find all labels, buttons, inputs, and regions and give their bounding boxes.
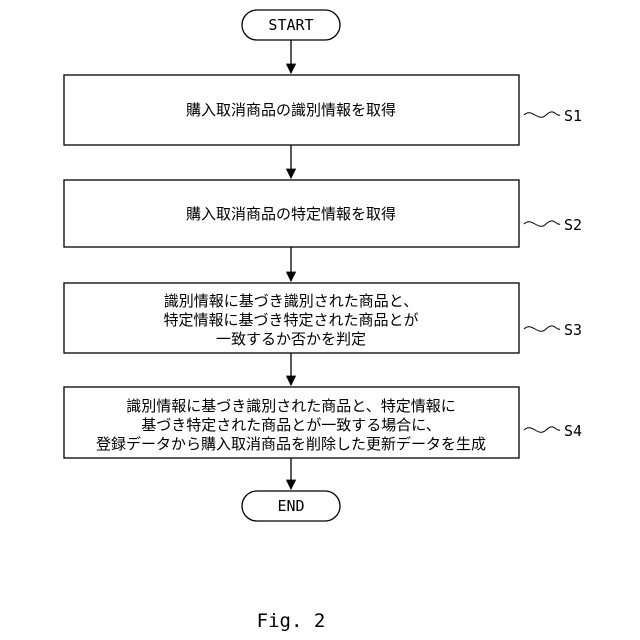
step-s3-label-text: S3 [564, 321, 582, 339]
step-s4-label-text: S4 [564, 422, 582, 440]
step-s4-text-line-1: 識別情報に基づき識別された商品と、特定情報に [126, 397, 455, 415]
step-s3-leader [524, 326, 560, 331]
figure-caption: Fig. 2 [257, 610, 326, 632]
step-s4: 識別情報に基づき識別された商品と、特定情報に 基づき特定された商品とが一致する場… [64, 387, 519, 458]
step-s4-leader [524, 427, 560, 432]
end-terminal: END [242, 491, 340, 521]
step-s4-text-line-2: 基づき特定された商品とが一致する場合に、 [141, 416, 441, 434]
step-s2: 購入取消商品の特定情報を取得 [64, 180, 519, 247]
step-s1-leader [524, 112, 560, 117]
step-s3: 識別情報に基づき識別された商品と、 特定情報に基づき特定された商品とが 一致する… [64, 283, 519, 353]
step-s3-text-line-3: 一致するか否かを判定 [216, 330, 366, 348]
start-terminal: START [242, 10, 340, 40]
step-s3-label: S3 [524, 321, 582, 339]
step-s3-text-line-2: 特定情報に基づき特定された商品とが [163, 311, 418, 329]
step-s1-label-text: S1 [564, 107, 582, 125]
end-terminal-label: END [277, 497, 304, 515]
step-s2-text: 購入取消商品の特定情報を取得 [186, 205, 396, 223]
start-terminal-label: START [268, 16, 313, 34]
step-s1-label: S1 [524, 107, 582, 125]
step-s1: 購入取消商品の識別情報を取得 [64, 75, 519, 145]
step-s2-label-text: S2 [564, 216, 582, 234]
step-s2-leader [524, 221, 560, 226]
step-s1-text: 購入取消商品の識別情報を取得 [186, 101, 396, 119]
step-s3-text-line-1: 識別情報に基づき識別された商品と、 [164, 292, 418, 310]
step-s2-label: S2 [524, 216, 582, 234]
step-s4-label: S4 [524, 422, 582, 440]
step-s4-text-line-3: 登録データから購入取消商品を削除した更新データを生成 [96, 435, 486, 453]
